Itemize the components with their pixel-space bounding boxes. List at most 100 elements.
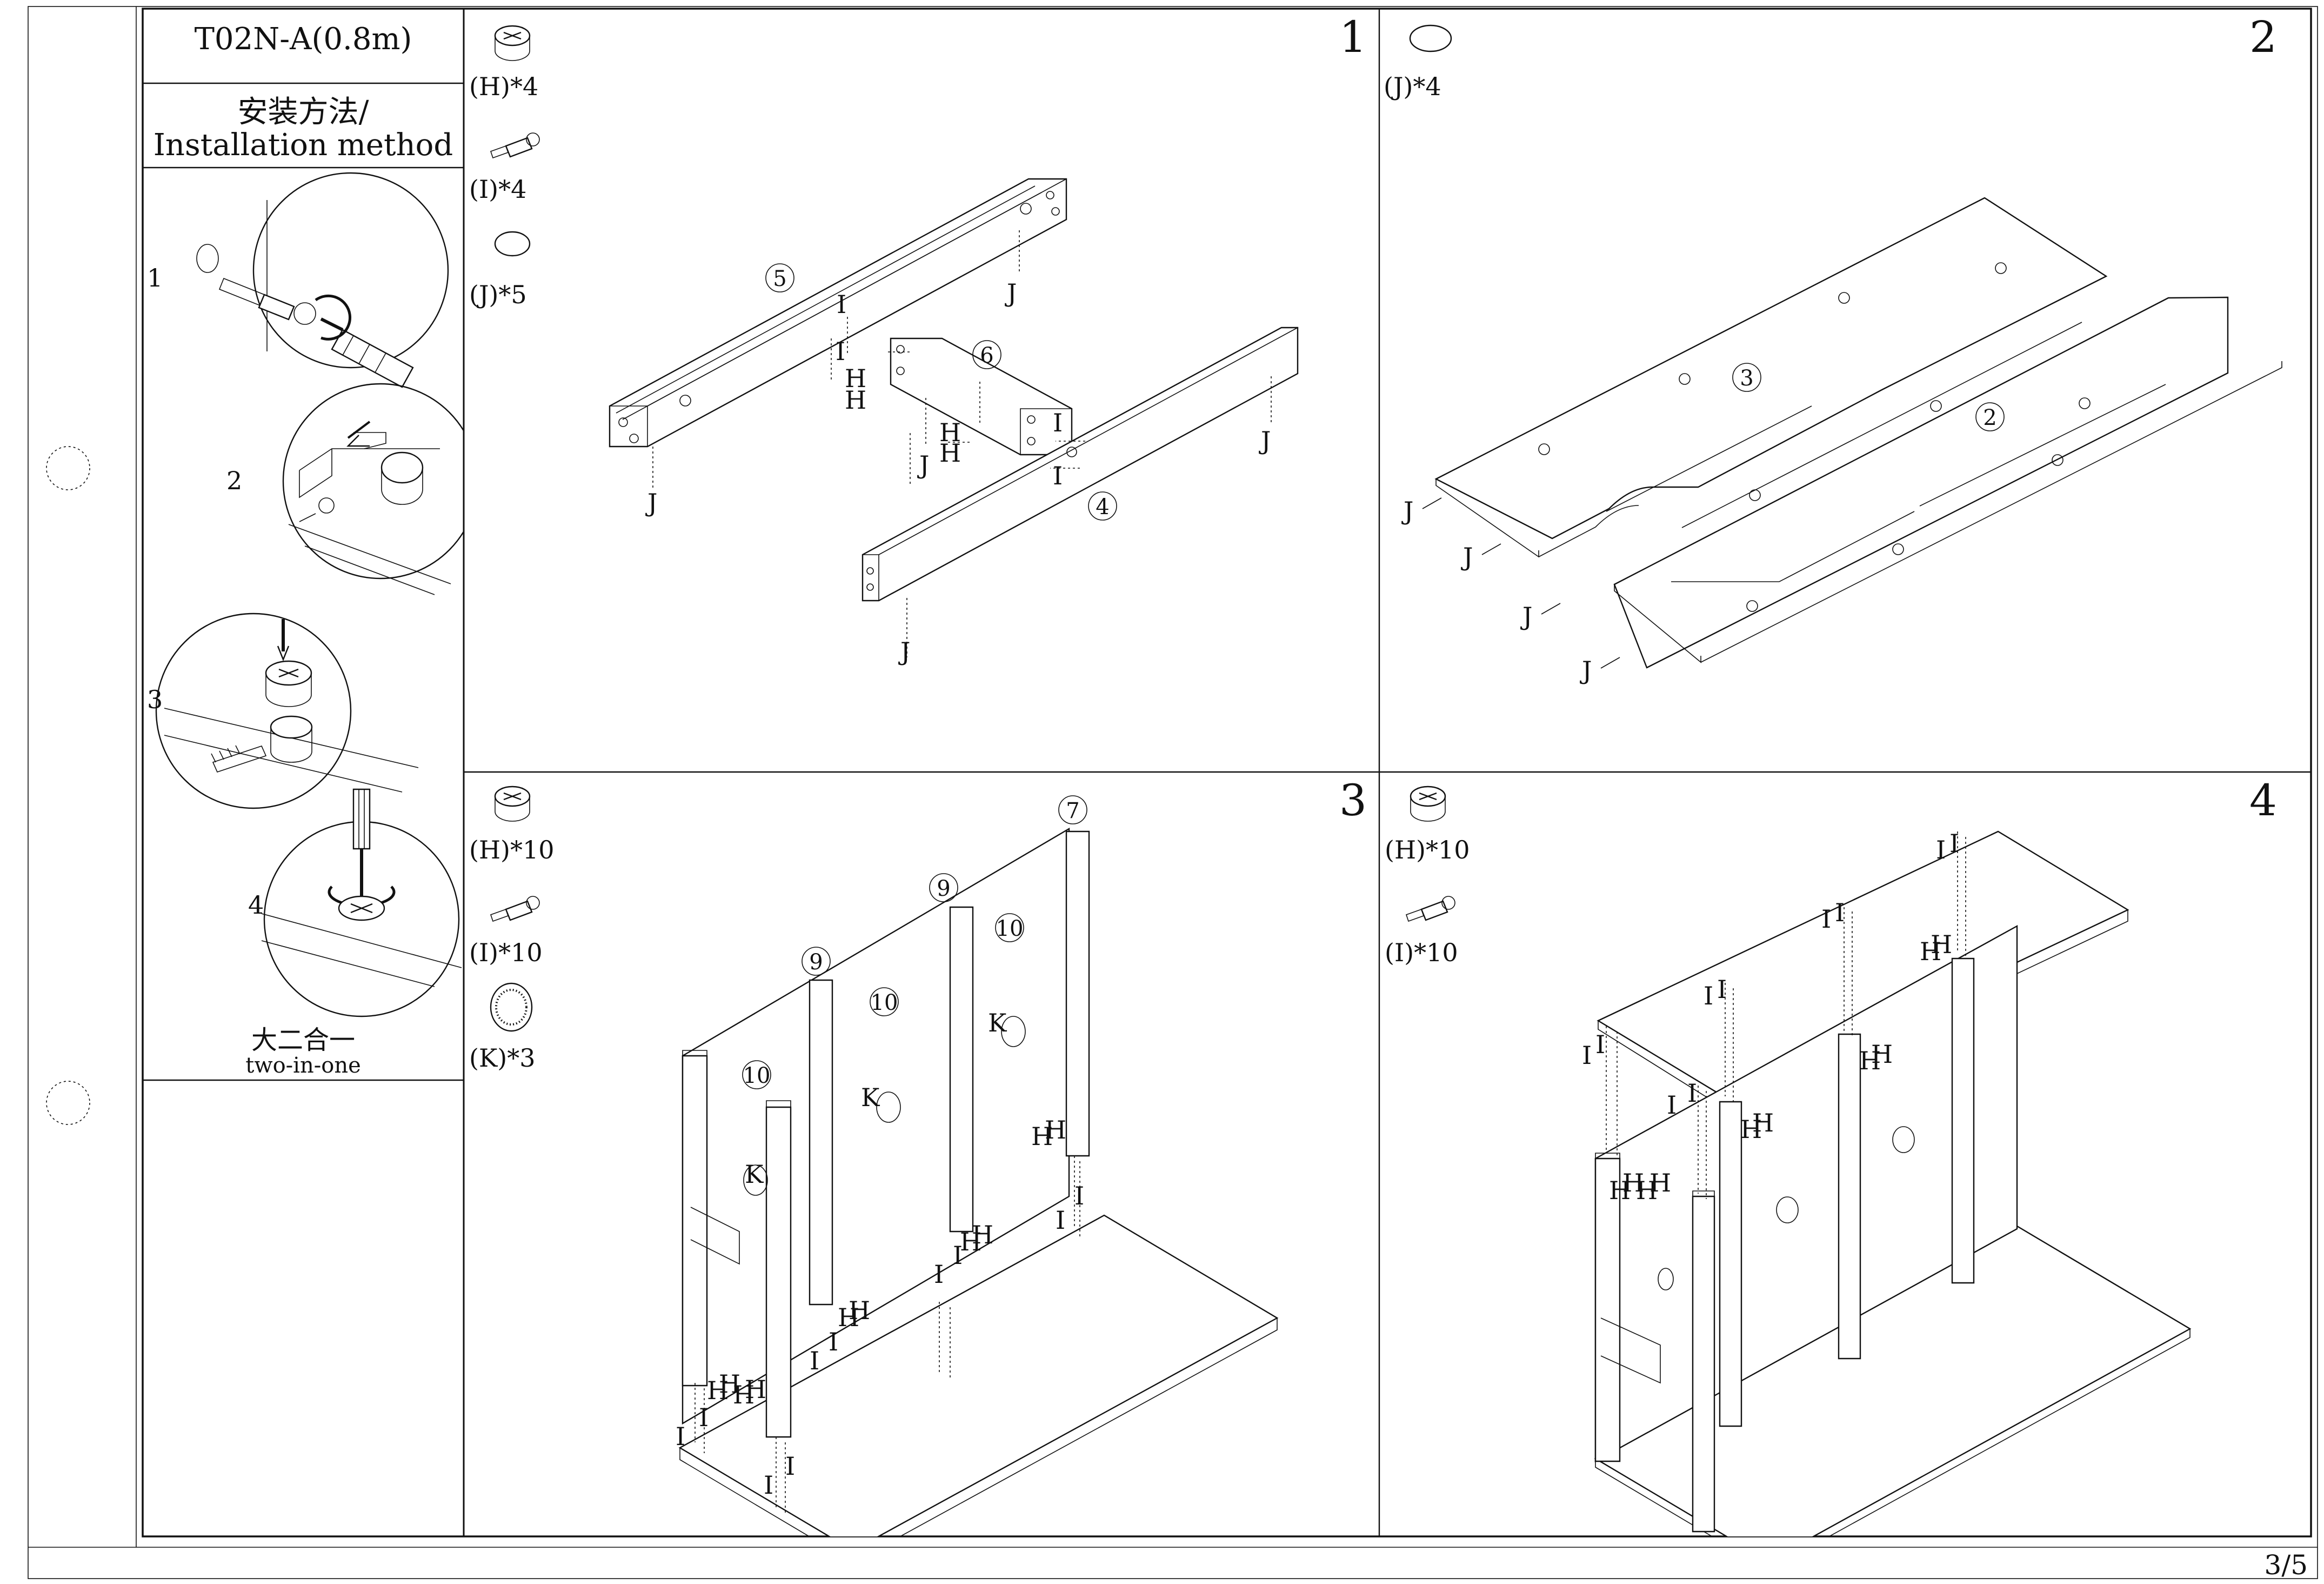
svg-text:I: I bbox=[953, 1241, 963, 1270]
panel-4 bbox=[862, 327, 1299, 602]
svg-text:I: I bbox=[1053, 461, 1063, 490]
part-label: (H)*10 bbox=[469, 835, 555, 864]
panel-number-callout: 9 bbox=[802, 947, 831, 976]
svg-text:I: I bbox=[1949, 829, 1959, 858]
front-rail bbox=[765, 1100, 792, 1438]
part-label: (K)*3 bbox=[469, 1043, 536, 1073]
two-in-one-en: two-in-one bbox=[245, 1053, 361, 1078]
svg-text:6: 6 bbox=[980, 343, 993, 368]
part-label: (J)*5 bbox=[469, 280, 527, 309]
screwdriver-icon bbox=[315, 294, 414, 388]
svg-text:H: H bbox=[1031, 1122, 1053, 1151]
svg-text:I: I bbox=[1687, 1079, 1697, 1108]
svg-text:J: J bbox=[1520, 602, 1532, 631]
svg-text:H: H bbox=[939, 418, 961, 447]
svg-text:J: J bbox=[917, 450, 929, 480]
svg-text:7: 7 bbox=[1066, 798, 1079, 823]
svg-text:I: I bbox=[810, 1346, 819, 1375]
svg-text:H: H bbox=[719, 1369, 740, 1399]
svg-text:H: H bbox=[845, 364, 866, 393]
svg-text:H: H bbox=[838, 1303, 859, 1332]
svg-text:I: I bbox=[1056, 1206, 1065, 1235]
svg-text:I: I bbox=[1582, 1041, 1592, 1070]
part-label: (J)*4 bbox=[1384, 72, 1441, 101]
binder-hole bbox=[46, 446, 90, 490]
svg-text:I: I bbox=[785, 1452, 795, 1481]
cam-step-1: 1 bbox=[147, 172, 449, 388]
svg-text:K: K bbox=[745, 1160, 764, 1189]
cam-lock-instructions: 1 2 3 bbox=[147, 172, 464, 1017]
svg-text:H: H bbox=[1859, 1046, 1881, 1075]
svg-text:H: H bbox=[733, 1380, 754, 1409]
divider-9 bbox=[809, 830, 1090, 1306]
svg-text:H: H bbox=[939, 438, 961, 468]
part-label: (I)*10 bbox=[469, 938, 543, 967]
step-2-panel: 2 (J)*4 3 2 J J J J bbox=[1384, 12, 2282, 685]
svg-text:10: 10 bbox=[996, 916, 1024, 941]
two-in-one-cn: 大二合一 bbox=[251, 1025, 355, 1055]
svg-text:J: J bbox=[1401, 496, 1413, 525]
method-title-en: Installation method bbox=[153, 128, 453, 163]
svg-text:H: H bbox=[1752, 1108, 1774, 1137]
svg-text:I: I bbox=[1704, 981, 1713, 1010]
svg-text:I: I bbox=[1053, 408, 1063, 437]
svg-text:I: I bbox=[829, 1327, 838, 1356]
step-number: 1 bbox=[1339, 12, 1367, 62]
svg-text:I: I bbox=[836, 337, 845, 366]
dowel-bolt-icon bbox=[218, 277, 316, 325]
dowel-bolt-icon bbox=[1405, 896, 1455, 922]
svg-text:4: 4 bbox=[1096, 495, 1109, 520]
cover-cap-icon bbox=[494, 231, 531, 257]
cam-step-label: 3 bbox=[147, 685, 163, 714]
svg-text:J: J bbox=[645, 488, 657, 517]
dowel-bolt-icon bbox=[490, 132, 540, 159]
svg-text:I: I bbox=[1717, 975, 1727, 1004]
panel-5 bbox=[609, 178, 1067, 448]
svg-text:H: H bbox=[1920, 937, 1941, 966]
svg-text:H: H bbox=[1636, 1176, 1658, 1205]
step-1-panel: 1 (H)*4 (I)*4 (J)*5 bbox=[469, 12, 1367, 666]
panel-number-callout: 4 bbox=[1088, 491, 1117, 521]
dowel-bolt-icon bbox=[490, 896, 540, 922]
panel-number-callout: 10 bbox=[995, 913, 1024, 942]
part-label: (I)*4 bbox=[469, 175, 526, 204]
grommet-icon bbox=[490, 982, 533, 1032]
svg-text:10: 10 bbox=[871, 990, 898, 1015]
svg-text:I: I bbox=[1074, 1181, 1084, 1210]
svg-text:H: H bbox=[1045, 1115, 1066, 1144]
svg-text:J: J bbox=[1461, 542, 1473, 571]
svg-text:H: H bbox=[1931, 930, 1952, 959]
svg-text:I: I bbox=[1835, 898, 1845, 927]
svg-text:H: H bbox=[1740, 1115, 1762, 1144]
svg-text:I: I bbox=[764, 1470, 773, 1500]
panel-3 bbox=[1434, 197, 2108, 558]
panel-number-callout: 7 bbox=[1058, 795, 1087, 824]
cam-lock-icon bbox=[265, 660, 312, 707]
cam-step-2: 2 bbox=[226, 383, 464, 595]
panel-number-callout: 3 bbox=[1732, 363, 1761, 392]
svg-text:9: 9 bbox=[809, 950, 823, 975]
svg-text:H: H bbox=[707, 1376, 729, 1405]
step-3-panel: 3 (H)*10 (I)*10 (K)*3 bbox=[469, 775, 1367, 1536]
svg-text:H: H bbox=[1871, 1040, 1893, 1069]
svg-text:K: K bbox=[861, 1083, 880, 1112]
step-number: 4 bbox=[2249, 775, 2277, 826]
panel-number-callout: 2 bbox=[1975, 402, 2005, 431]
svg-text:I: I bbox=[1936, 835, 1946, 864]
step-4-panel: 4 (H)*10 (I)*10 I I I I I I I bbox=[1385, 775, 2277, 1536]
svg-text:H: H bbox=[1622, 1168, 1644, 1197]
svg-text:I: I bbox=[1821, 904, 1831, 934]
svg-text:K: K bbox=[988, 1008, 1007, 1037]
svg-text:H: H bbox=[1649, 1168, 1671, 1197]
panel-number-callout: 9 bbox=[929, 873, 958, 902]
part-label: (H)*10 bbox=[1385, 835, 1470, 864]
cam-lock-icon bbox=[494, 25, 531, 61]
svg-text:J: J bbox=[1580, 656, 1592, 685]
svg-text:H: H bbox=[745, 1375, 766, 1404]
cam-step-label: 1 bbox=[147, 263, 163, 292]
cover-cap-icon bbox=[1409, 24, 1452, 52]
svg-text:J: J bbox=[1259, 426, 1271, 455]
panel-number-callout: 10 bbox=[742, 1060, 771, 1089]
cam-lock-icon bbox=[1410, 786, 1446, 822]
